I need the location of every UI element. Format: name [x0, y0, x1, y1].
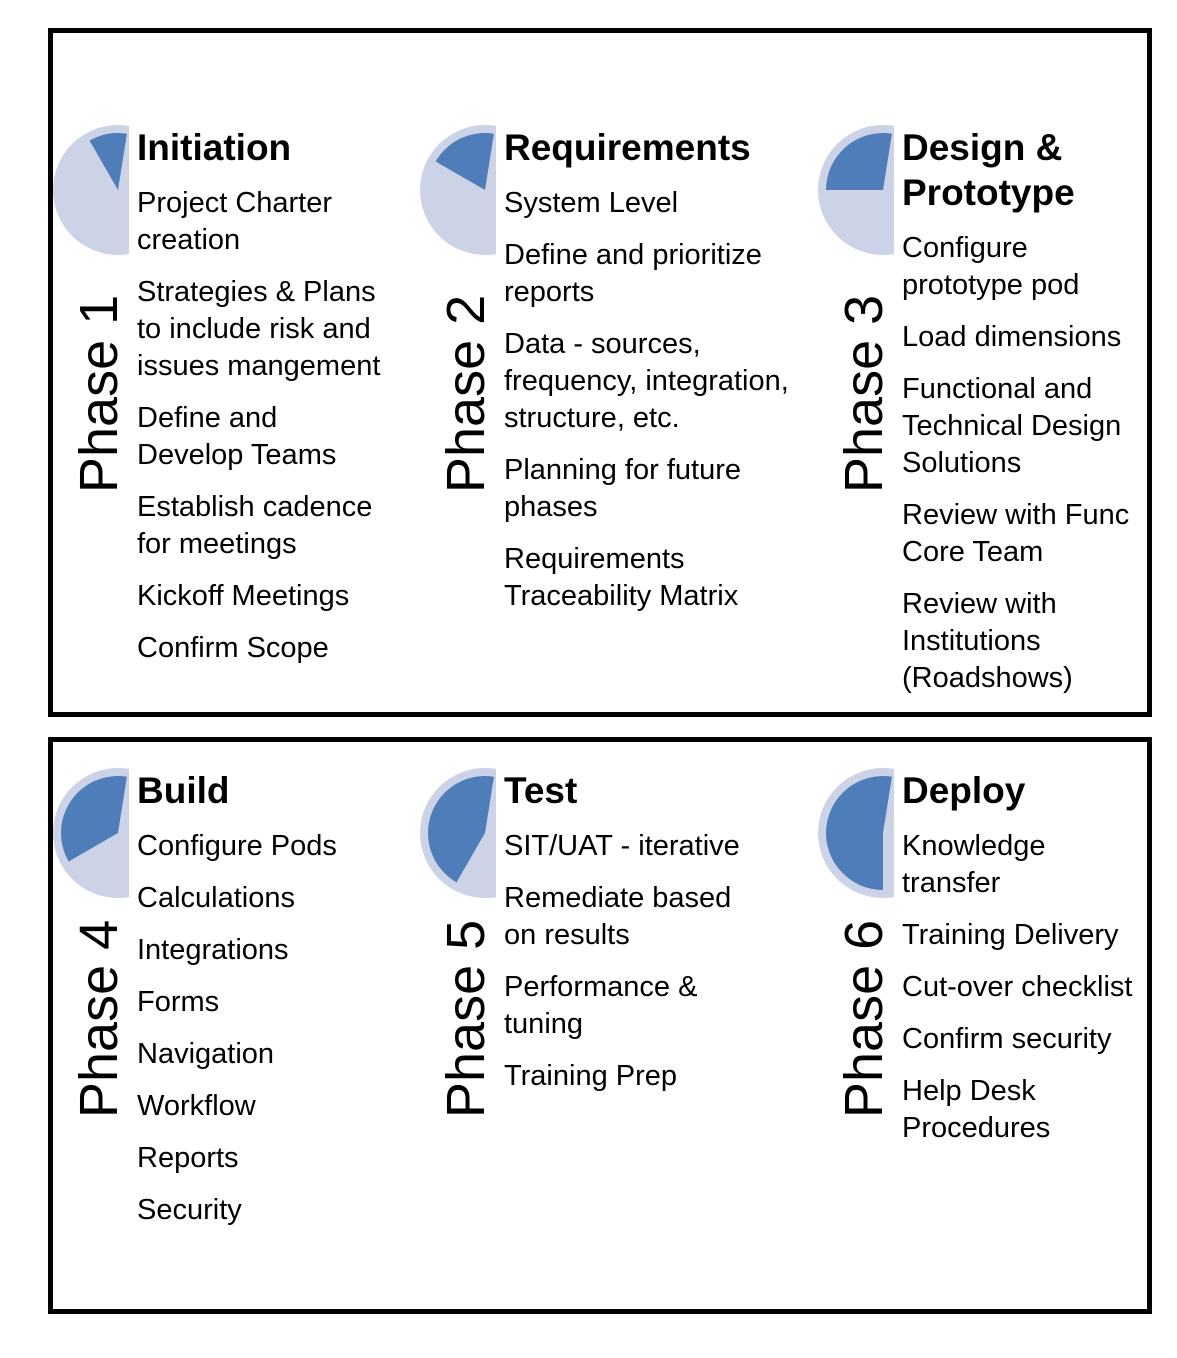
phase-item: Integrations: [137, 934, 289, 966]
phase-item: Confirm security: [902, 1023, 1112, 1055]
phase-progress-pie-icon: [818, 125, 894, 255]
phase-item: Define and Develop Teams: [137, 402, 337, 471]
phase-item: Project Charter creation: [137, 187, 333, 256]
phase-progress-pie-icon: [420, 125, 496, 255]
phase-progress-pie-icon: [420, 768, 496, 898]
phase-item: Knowledge transfer: [902, 830, 1046, 899]
phase-item: Configure Pods: [137, 830, 337, 862]
phase-item: Help Desk Procedures: [902, 1075, 1051, 1144]
phase-item: Configure prototype pod: [902, 232, 1080, 301]
phase-item: Performance & tuning: [504, 971, 698, 1040]
phase-item: Define and prioritize reports: [504, 239, 762, 308]
phase-label: Phase 6: [834, 919, 894, 1118]
phase-item: Training Prep: [504, 1060, 678, 1092]
phase-item: Training Delivery: [902, 919, 1119, 951]
phase-item: Kickoff Meetings: [137, 580, 350, 612]
phase-item: System Level: [504, 187, 679, 219]
phase-item: Calculations: [137, 882, 295, 914]
phase-item: Remediate based on results: [504, 882, 732, 951]
phase-label: Phase 3: [834, 294, 894, 493]
phase-progress-pie-icon: [818, 768, 894, 898]
phase-item: Establish cadence for meetings: [137, 491, 373, 560]
phase-title: Design & Prototype: [902, 127, 1075, 213]
phase-title: Test: [504, 770, 578, 811]
phase-item: Planning for future phases: [504, 454, 741, 523]
phase-item: Load dimensions: [902, 321, 1122, 353]
phase-progress-pie-icon: [53, 125, 129, 255]
phase-item: Navigation: [137, 1038, 275, 1070]
phase-item: SIT/UAT - iterative: [504, 830, 740, 862]
phase-item: Data - sources, frequency, integration, …: [504, 328, 789, 434]
phase-title: Requirements: [504, 127, 751, 168]
phase-item: Forms: [137, 986, 220, 1018]
phases-box-top: Phase 1 Initiation Project Charter creat…: [48, 28, 1152, 717]
phase-progress-pie-icon: [53, 768, 129, 898]
phase-item: Confirm Scope: [137, 632, 329, 664]
phase-item: Review with Institutions (Roadshows): [902, 588, 1073, 694]
phase-title: Initiation: [137, 127, 292, 168]
phase-item: Requirements Traceability Matrix: [504, 543, 739, 612]
phase-item: Review with Func Core Team: [902, 499, 1130, 568]
phase-item: Reports: [137, 1142, 239, 1174]
phase-item: Security: [137, 1194, 242, 1226]
phase-item: Functional and Technical Design Solution…: [902, 373, 1122, 479]
phase-content: Design & Prototype Configure prototype p…: [902, 125, 1147, 697]
phase-label: Phase 1: [69, 294, 129, 493]
phase-item: Cut-over checklist: [902, 971, 1133, 1003]
phase-column-3: Phase 3 Design & Prototype Configure pro…: [818, 125, 1147, 697]
phase-label: Phase 4: [69, 919, 129, 1118]
phase-title: Deploy: [902, 770, 1026, 811]
phase-label: Phase 5: [436, 919, 496, 1118]
phase-column-1: Phase 1 Initiation Project Charter creat…: [53, 125, 385, 667]
phase-title: Build: [137, 770, 230, 811]
phase-item: Workflow: [137, 1090, 256, 1122]
phase-label: Phase 2: [436, 294, 496, 493]
phase-item: Strategies & Plans to include risk and i…: [137, 276, 381, 382]
